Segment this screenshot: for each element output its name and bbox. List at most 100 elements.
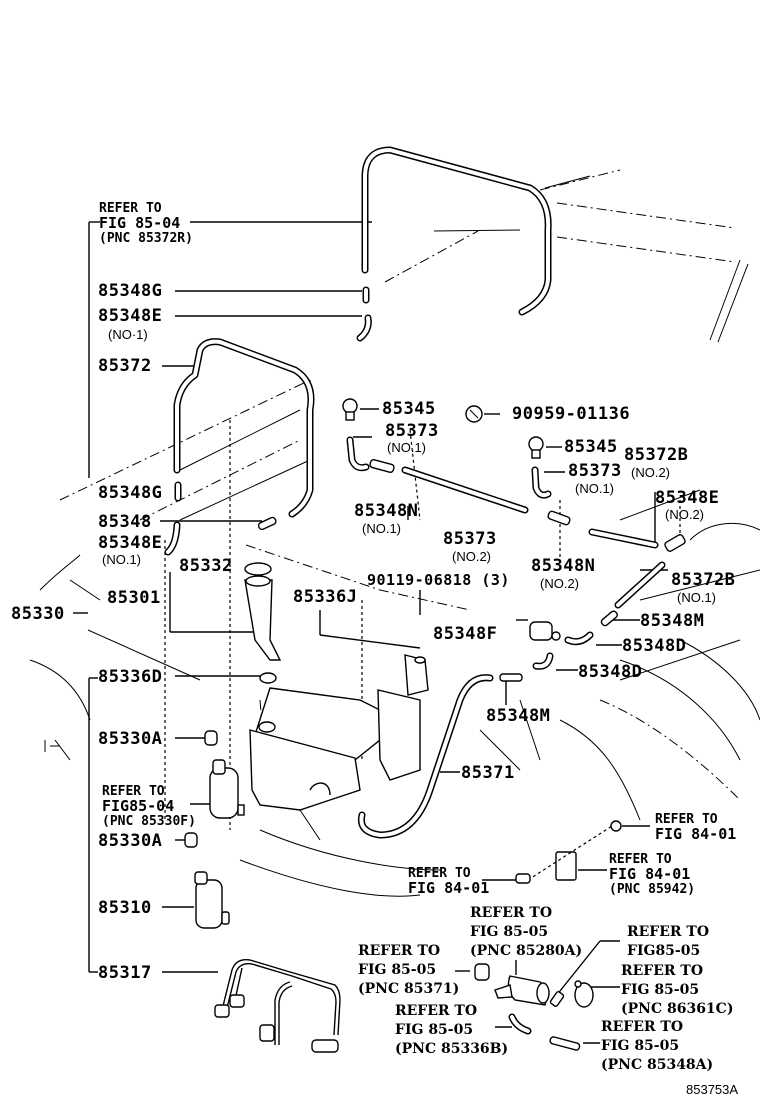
- motor-85310: [194, 871, 230, 929]
- refer-line: REFER TO: [609, 852, 672, 867]
- part-label-85336J[interactable]: 85336J: [293, 587, 358, 607]
- filler-neck-85301: [244, 562, 282, 684]
- part-label-90119-06818[interactable]: 90119-06818 (3): [367, 571, 510, 589]
- refer-line: REFER TO: [627, 924, 710, 940]
- part-label-85336D[interactable]: 85336D: [98, 667, 163, 687]
- part-sub-no2: (NO.2): [452, 549, 491, 564]
- part-sub-no1: (NO.1): [575, 481, 614, 496]
- part-label-90959-01136[interactable]: 90959-01136: [512, 404, 631, 424]
- part-label-85348F[interactable]: 85348F: [433, 624, 498, 644]
- part-label-85348D-upper[interactable]: 85348D: [622, 636, 687, 656]
- fig-ref-link[interactable]: FIG85-04: [102, 797, 175, 815]
- part-label-85330[interactable]: 85330: [11, 604, 65, 624]
- refer-note-86361C: REFER TO FIG 85-05 (PNC 86361C): [621, 962, 733, 1019]
- refer-line: REFER TO: [601, 1019, 684, 1035]
- part-sub-no1: (NO.1): [677, 590, 716, 605]
- grommet-85371: [474, 963, 490, 981]
- pnc-ref: (PNC 85348A): [601, 1057, 714, 1073]
- part-label-85373-no1-left[interactable]: 85373: [385, 421, 439, 441]
- part-sub-no1: (NO.1): [387, 440, 426, 455]
- part-label-85348E-top[interactable]: 85348E: [98, 306, 163, 326]
- part-label-85372B-no1[interactable]: 85372B: [671, 570, 736, 590]
- refer-note-85348A: REFER TO FIG 85-05 (PNC 85348A): [601, 1018, 713, 1075]
- part-sub-no2: (NO.2): [665, 507, 704, 522]
- part-label-85372B-no2[interactable]: 85372B: [624, 445, 689, 465]
- part-label-85332[interactable]: 85332: [179, 556, 233, 576]
- fig-ref-link[interactable]: FIG 84-01: [655, 825, 737, 843]
- part-label-85348E-no1[interactable]: 85348E: [98, 533, 163, 553]
- part-label-85301[interactable]: 85301: [107, 588, 161, 608]
- part-label-85348G-mid[interactable]: 85348G: [98, 483, 163, 503]
- hose-85372B-no1: [614, 561, 666, 609]
- misc-marks: [44, 740, 60, 752]
- refer-note-85371: REFER TO FIG 85-05 (PNC 85371): [358, 942, 459, 999]
- refer-line: REFER TO: [395, 1003, 478, 1019]
- refer-note-fig85-05: REFER TO FIG85-05: [627, 923, 709, 961]
- hose-small-parts: [164, 286, 594, 1035]
- diagram-code: 853753A: [686, 1082, 739, 1097]
- refer-note-85372R: REFER TO FIG 85-04 (PNC 85372R): [99, 201, 193, 246]
- refer-note-84-01-right: REFER TO FIG 84-01: [655, 812, 736, 842]
- part-label-85348E-no2[interactable]: 85348E: [655, 488, 720, 508]
- hose-85371: [357, 674, 494, 839]
- fig-ref-link[interactable]: FIG 85-05: [621, 982, 700, 998]
- hose-85373-no2: [401, 466, 529, 514]
- part-label-85317[interactable]: 85317: [98, 963, 152, 983]
- pnc-ref: (PNC 85372R): [99, 231, 193, 246]
- fig-ref-link[interactable]: FIG 85-05: [358, 962, 437, 978]
- part-label-85330A-lower[interactable]: 85330A: [98, 831, 163, 851]
- part-sub-no2: (NO.2): [540, 576, 579, 591]
- part-label-85348M-mid[interactable]: 85348M: [486, 706, 551, 726]
- fig-ref-link[interactable]: FIG 84-01: [408, 879, 490, 897]
- refer-note-85942: REFER TO FIG 84-01 (PNC 85942): [609, 852, 695, 897]
- connectors: [257, 459, 686, 1051]
- refer-line: REFER TO: [408, 866, 471, 881]
- part-label-85348[interactable]: 85348: [98, 512, 152, 532]
- part-label-85330A-upper[interactable]: 85330A: [98, 729, 163, 749]
- pnc-ref: (PNC 85371): [358, 981, 460, 997]
- refer-line: REFER TO: [99, 201, 162, 216]
- part-label-85348N-no2[interactable]: 85348N: [531, 556, 596, 576]
- refer-note-85336B: REFER TO FIG 85-05 (PNC 85336B): [395, 1002, 508, 1059]
- refer-note-84-01-left: REFER TO FIG 84-01: [408, 866, 489, 896]
- pump-85280A: [494, 975, 550, 1006]
- part-label-85348M-right[interactable]: 85348M: [640, 611, 705, 631]
- fig-ref-link[interactable]: FIG85-05: [627, 943, 701, 959]
- fig-ref-link[interactable]: FIG 85-05: [470, 924, 549, 940]
- part-label-85373-no2[interactable]: 85373: [443, 529, 497, 549]
- pump-85330F: [209, 759, 245, 819]
- part-label-85371[interactable]: 85371: [461, 763, 515, 783]
- refer-note-85280A: REFER TO FIG 85-05 (PNC 85280A): [470, 904, 582, 961]
- pnc-ref: (PNC 85942): [609, 882, 696, 897]
- fig-ref-link[interactable]: FIG 85-05: [395, 1022, 474, 1038]
- part-label-85373-no1-right[interactable]: 85373: [568, 461, 622, 481]
- fig-ref-link[interactable]: FIG 85-05: [601, 1038, 680, 1054]
- fig-ref-link[interactable]: FIG 84-01: [609, 865, 691, 883]
- refer-note-85330F: REFER TO FIG85-04 (PNC 85330F): [102, 784, 196, 829]
- bracket-85942: [515, 820, 622, 884]
- part-label-85348G-top[interactable]: 85348G: [98, 281, 163, 301]
- part-sub-no1: (NO.1): [362, 521, 401, 536]
- pnc-ref: (PNC 85336B): [395, 1041, 509, 1057]
- part-label-85310[interactable]: 85310: [98, 898, 152, 918]
- grommet-85330A-2: [184, 832, 198, 848]
- part-sub-no1: (NO.1): [102, 552, 141, 567]
- part-sub-no1: (NO·1): [108, 327, 148, 342]
- refer-line: REFER TO: [621, 963, 704, 979]
- pnc-ref: (PNC 86361C): [621, 1001, 734, 1017]
- refer-line: REFER TO: [102, 784, 165, 799]
- vehicle-body-outline: [29, 169, 760, 897]
- refer-line: REFER TO: [655, 812, 718, 827]
- fig-ref-link[interactable]: FIG 85-04: [99, 214, 181, 232]
- part-label-85348D-lower[interactable]: 85348D: [578, 662, 643, 682]
- part-sub-no2: (NO.2): [631, 465, 670, 480]
- hose-85372B-no2: [588, 528, 659, 549]
- pnc-ref: (PNC 85330F): [102, 814, 196, 829]
- part-label-85345-right[interactable]: 85345: [564, 437, 618, 457]
- part-label-85372[interactable]: 85372: [98, 356, 152, 376]
- nozzle-85345-right: [528, 436, 544, 459]
- part-label-85348N-no1[interactable]: 85348N: [354, 501, 419, 521]
- part-label-85345-left[interactable]: 85345: [382, 399, 436, 419]
